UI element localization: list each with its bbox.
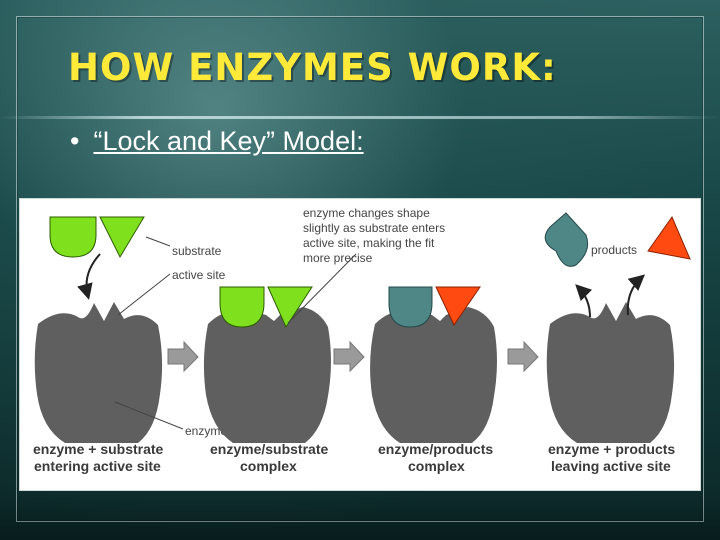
- substrate-pointer: [145, 236, 171, 247]
- substrate-label: substrate: [172, 244, 222, 258]
- enzyme-shape: [203, 307, 331, 443]
- step-arrow: [507, 340, 539, 373]
- exit-arrow-right: [626, 274, 646, 316]
- bullet-symbol: •: [70, 126, 80, 156]
- caption-1-line2: entering active site: [34, 458, 161, 474]
- enzyme-diagram: substrate active site enzyme enzyme + su…: [19, 198, 701, 491]
- active-site-pointer: [117, 273, 171, 316]
- shape-change-line3: active site, making the fit: [303, 236, 435, 250]
- step-arrow: [167, 340, 199, 373]
- stage-3: enzyme/products complex: [370, 286, 497, 474]
- step-arrow: [333, 340, 365, 373]
- enzyme-shape: [546, 302, 675, 443]
- shape-change-pointer: [287, 253, 357, 324]
- shape-change-line4: more precise: [303, 251, 373, 265]
- substrate-triangle: [99, 216, 145, 259]
- substrate-semicircle: [219, 286, 265, 328]
- product-triangle: [647, 215, 691, 260]
- stage-2: enzyme changes shape slightly as substra…: [203, 206, 445, 474]
- shape-change-line1: enzyme changes shape: [303, 206, 430, 220]
- enzyme-shape: [34, 302, 163, 443]
- exit-arrow-left: [575, 284, 593, 318]
- products-label: products: [591, 243, 637, 257]
- caption-2-line2: complex: [240, 458, 297, 474]
- caption-1-line1: enzyme + substrate: [33, 441, 164, 457]
- caption-3-line2: complex: [408, 458, 465, 474]
- enzyme-shape: [370, 307, 497, 443]
- stage-4: products enzyme + products leaving activ…: [544, 212, 691, 474]
- bullet-text: “Lock and Key” Model:: [93, 126, 364, 156]
- stage-1: substrate active site enzyme enzyme + su…: [33, 216, 227, 474]
- entry-arrow: [77, 253, 101, 300]
- caption-3-line1: enzyme/products: [378, 441, 493, 457]
- slide-frame: [16, 16, 704, 522]
- enzyme-pointer: [114, 401, 184, 430]
- enzyme-label: enzyme: [185, 424, 227, 438]
- bottom-shade: [0, 496, 720, 540]
- shape-change-line2: slightly as substrate enters: [303, 221, 445, 235]
- slide-title: HOW ENZYMES WORK:: [68, 46, 557, 89]
- diagram-svg: substrate active site enzyme enzyme + su…: [33, 206, 691, 474]
- active-site-label: active site: [172, 268, 226, 282]
- caption-4-line1: enzyme + products: [548, 441, 675, 457]
- decorative-rule: [0, 116, 720, 119]
- caption-2-line1: enzyme/substrate: [210, 441, 328, 457]
- product-triangle: [435, 286, 481, 327]
- substrate-semicircle: [49, 216, 97, 258]
- substrate-triangle: [267, 286, 313, 329]
- product-round: [388, 286, 433, 328]
- product-round: [544, 212, 589, 267]
- caption-4-line2: leaving active site: [551, 458, 671, 474]
- bullet-item: • “Lock and Key” Model:: [70, 126, 364, 157]
